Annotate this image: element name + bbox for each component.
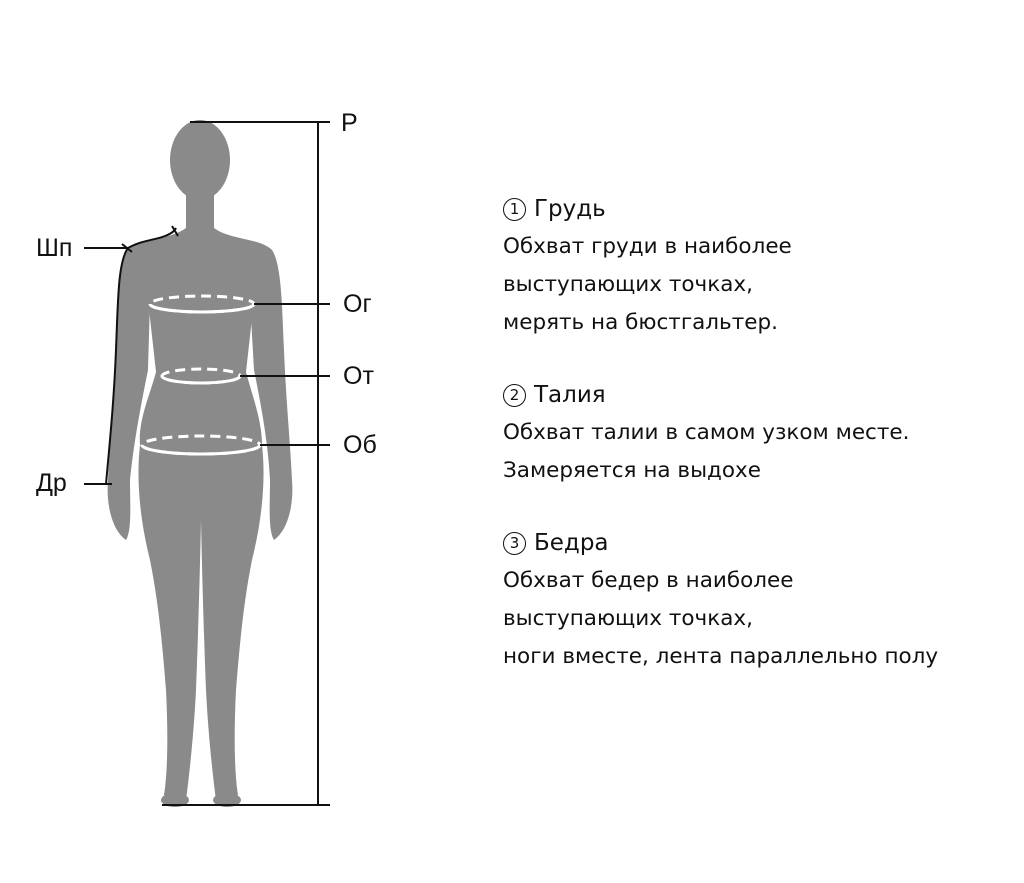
body-silhouette <box>107 120 293 807</box>
section-text-line: выступающих точках, <box>503 606 753 631</box>
number-circle-icon: 1 <box>503 197 526 221</box>
section-hips: 3 Бедра Обхват бедер в наиболее выступаю… <box>503 524 1018 676</box>
arm-length-curve <box>105 247 129 485</box>
shoulder-start-tick <box>121 243 133 253</box>
section-heading: 3 Бедра <box>503 524 1018 562</box>
label-shoulder: Шп <box>36 234 73 262</box>
section-title: Грудь <box>534 196 606 222</box>
label-arm: Др <box>36 469 67 497</box>
section-text-line: выступающих точках, <box>503 272 753 297</box>
section-text-line: Обхват груди в наиболее <box>503 234 792 259</box>
section-waist: 2 Талия Обхват талии в самом узком месте… <box>503 376 1018 490</box>
section-text-line: ноги вместе, лента параллельно полу <box>503 644 939 669</box>
measurement-instructions: 1 Грудь Обхват груди в наиболее выступаю… <box>503 190 1018 676</box>
section-title: Бедра <box>534 530 609 556</box>
section-title: Талия <box>534 382 606 408</box>
label-height: Р <box>341 109 358 137</box>
label-hips: Об <box>343 431 377 459</box>
section-text-line: мерять на бюстгальтер. <box>503 310 778 335</box>
shoulder-tick <box>171 225 179 237</box>
section-text-line: Обхват бедер в наиболее <box>503 568 794 593</box>
label-waist: От <box>343 362 374 390</box>
section-text-line: Замеряется на выдохе <box>503 458 762 483</box>
label-chest: Ог <box>343 290 372 318</box>
number-circle-icon: 2 <box>503 383 526 407</box>
section-text-line: Обхват талии в самом узком месте. <box>503 420 910 445</box>
section-heading: 2 Талия <box>503 376 1018 414</box>
shoulder-curve <box>127 227 177 249</box>
section-chest: 1 Грудь Обхват груди в наиболее выступаю… <box>503 190 1018 342</box>
section-heading: 1 Грудь <box>503 190 1018 228</box>
number-circle-icon: 3 <box>503 531 526 555</box>
